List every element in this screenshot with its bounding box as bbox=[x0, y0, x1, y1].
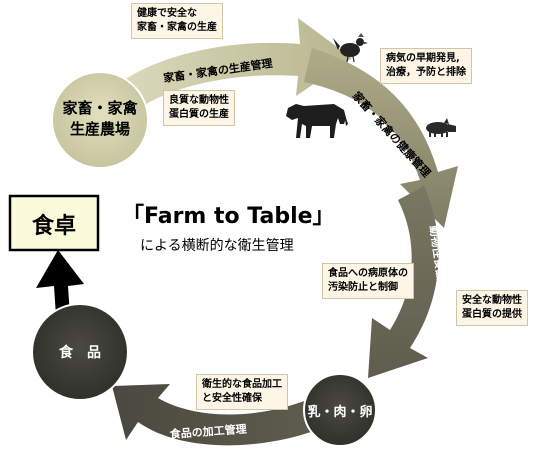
note-pathogen: 食品への病原体の 汚染防止と制御 bbox=[322, 263, 414, 299]
note-safe-livestock-line2: 家畜・家禽の生産 bbox=[137, 22, 217, 33]
pig-icon bbox=[426, 118, 456, 137]
chicken-icon bbox=[333, 33, 368, 63]
note-processing-safety-line1: 衛生的な食品加工 bbox=[202, 379, 282, 390]
note-disease-line1: 病気の早期発見, bbox=[386, 53, 460, 64]
note-disease-line2: 治療，予防と排除 bbox=[386, 67, 466, 78]
note-pathogen-line2: 汚染防止と制御 bbox=[328, 282, 398, 293]
arrow-to-table bbox=[36, 250, 84, 316]
note-protein-supply-line1: 安全な動物性 bbox=[462, 295, 522, 306]
note-protein-supply-line2: 蛋白質の提供 bbox=[462, 309, 522, 320]
note-safe-livestock-line1: 健康で安全な bbox=[137, 8, 197, 19]
arrow-label-processing: 食品の加工管理 bbox=[169, 422, 247, 441]
arrow-health-management bbox=[304, 48, 458, 228]
diagram-subtitle: による横断的な衛生管理 bbox=[140, 238, 294, 254]
cow-icon bbox=[286, 104, 348, 138]
note-protein-production-line2: 蛋白質の生産 bbox=[169, 109, 229, 120]
note-pathogen-line1: 食品への病原体の bbox=[328, 268, 408, 279]
arrow-processing-management bbox=[112, 384, 322, 446]
note-protein-supply: 安全な動物性 蛋白質の提供 bbox=[456, 290, 528, 326]
farm-node bbox=[51, 71, 149, 169]
diagram-title: 「Farm to Table」 bbox=[122, 204, 335, 229]
arrow-farm-production bbox=[108, 18, 352, 108]
note-disease: 病気の早期発見, 治療，予防と排除 bbox=[380, 48, 472, 84]
arrow-food-production bbox=[368, 186, 439, 378]
note-processing-safety: 衛生的な食品加工 と安全性確保 bbox=[196, 374, 288, 410]
food-node-label: 食 品 bbox=[59, 345, 101, 361]
farm-node-label-line2: 生産農場 bbox=[69, 120, 130, 138]
food-node bbox=[31, 303, 129, 401]
note-protein-production-line1: 良質な動物性 bbox=[169, 95, 229, 106]
table-node bbox=[8, 194, 100, 252]
farm-node-label-line1: 家畜・家禽 bbox=[62, 99, 138, 117]
note-protein-production: 良質な動物性 蛋白質の生産 bbox=[163, 90, 235, 126]
farm-node-label: 家畜・家禽 生産農場 bbox=[56, 98, 144, 140]
note-processing-safety-line2: と安全性確保 bbox=[202, 393, 262, 404]
note-safe-livestock: 健康で安全な 家畜・家禽の生産 bbox=[131, 3, 223, 39]
table-node-label: 食卓 bbox=[31, 214, 76, 239]
products-node-label: 乳・肉・卵 bbox=[307, 405, 373, 420]
products-node bbox=[303, 373, 377, 447]
